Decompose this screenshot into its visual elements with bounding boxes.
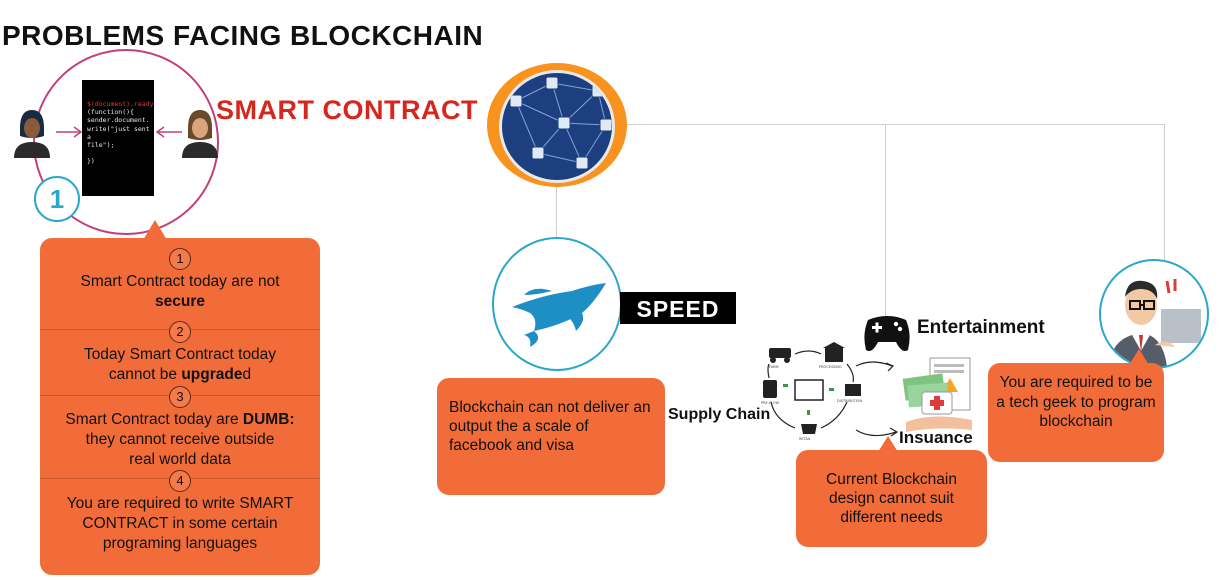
arrow-icon xyxy=(155,126,182,138)
connector-line xyxy=(625,124,1165,125)
problems-list-box: 1 Smart Contract today are not secure 2 … xyxy=(40,238,320,575)
code-line: file"); xyxy=(87,141,115,150)
user-icon xyxy=(182,110,218,158)
problem-number: 1 xyxy=(169,248,191,270)
step-number-badge: 1 xyxy=(34,176,80,222)
insurance-label: Insuance xyxy=(899,428,973,447)
code-screen: $(document).ready (function(){ sender.do… xyxy=(82,80,154,196)
problem-text: You are required to write SMART CONTRACT… xyxy=(66,495,294,552)
problem-item: 4 You are required to write SMART CONTRA… xyxy=(40,470,320,554)
connector-line xyxy=(1164,124,1165,260)
supply-node-label: FARM xyxy=(769,365,779,369)
tech-geek-icon xyxy=(1109,279,1201,367)
problem-item: 3 Smart Contract today are DUMB: they ca… xyxy=(40,386,320,470)
problem-emphasis: upgrade xyxy=(181,366,243,383)
problem-text: they cannot receive outside real world d… xyxy=(85,431,275,468)
code-line: (function(){ xyxy=(87,108,134,117)
entertainment-label: Entertainment xyxy=(917,317,1045,338)
supply-node-label: RETAIL xyxy=(799,437,811,441)
supply-chain-label: Supply Chain xyxy=(668,406,771,423)
supply-node-label: PROCESSING xyxy=(819,365,842,369)
connector-line xyxy=(556,186,557,238)
needs-problem-box: Current Blockchain design cannot suit di… xyxy=(796,450,987,547)
callout-pointer xyxy=(878,436,898,452)
problem-number: 2 xyxy=(169,321,191,343)
connector-line xyxy=(885,124,886,324)
arrow-icon xyxy=(855,361,899,437)
code-line: $(document).ready xyxy=(87,100,154,108)
problem-text: Today Smart Contract today cannot be xyxy=(83,346,277,383)
problem-text: Smart Contract today are xyxy=(65,411,239,428)
code-line: write("just sent a xyxy=(87,124,150,141)
page-title: PROBLEMS FACING BLOCKCHAIN xyxy=(2,20,484,51)
geek-problem-box: You are required to be a tech geek to pr… xyxy=(988,363,1164,462)
problem-number: 4 xyxy=(169,470,191,492)
problem-text: d xyxy=(242,366,252,383)
speed-problem-box: Blockchain can not deliver an output the… xyxy=(437,378,665,495)
arrow-icon xyxy=(56,126,83,138)
callout-pointer xyxy=(1129,349,1149,365)
geek-circle xyxy=(1099,259,1209,369)
gamepad-icon xyxy=(864,316,910,351)
problem-emphasis: secure xyxy=(155,293,205,310)
speed-circle xyxy=(492,237,622,371)
supply-node-label: DISTRIBUTION xyxy=(837,399,862,403)
code-line xyxy=(87,149,150,157)
problem-item: 2 Today Smart Contract today cannot be u… xyxy=(40,321,320,385)
callout-pointer xyxy=(143,220,167,240)
code-line: sender.document. xyxy=(87,116,150,125)
user-icon xyxy=(14,110,50,158)
problem-item: 1 Smart Contract today are not secure xyxy=(40,248,320,312)
code-line: }) xyxy=(87,157,95,166)
speed-label: SPEED xyxy=(620,292,736,324)
problem-emphasis: DUMB: xyxy=(242,411,295,428)
problem-text: Smart Contract today are not xyxy=(80,273,280,290)
rocket-icon xyxy=(512,283,606,347)
smart-contract-label: SMART CONTRACT xyxy=(216,95,478,125)
supply-chain-icon: FARM PROCESSING DISTRIBUTION RETAIL PRE-… xyxy=(761,342,862,441)
problem-number: 3 xyxy=(169,386,191,408)
insurance-icon xyxy=(902,357,972,432)
network-icon xyxy=(499,70,615,183)
supply-node-label: PRE-FLOW xyxy=(761,401,780,405)
